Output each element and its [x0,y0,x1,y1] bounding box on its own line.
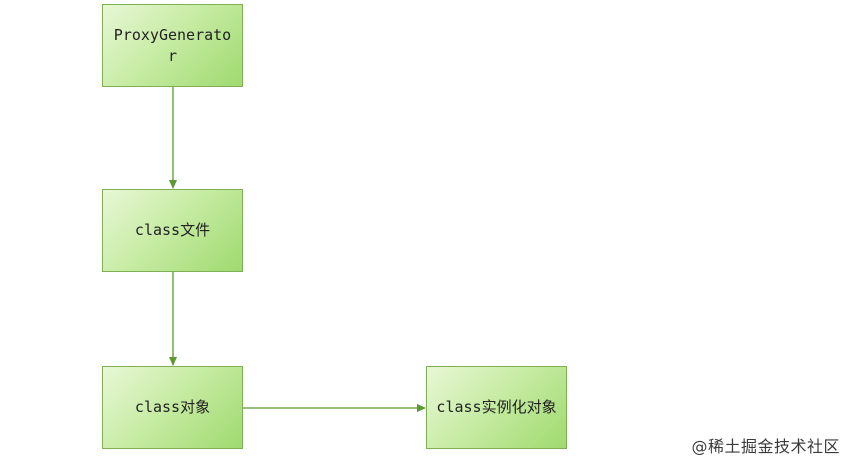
node-class-instance-label: class实例化对象 [436,398,557,416]
node-class-file-label: class文件 [134,221,211,239]
node-class-file: class文件 [102,189,243,272]
node-class-instance: class实例化对象 [426,366,567,449]
node-class-object-label: class对象 [134,398,211,416]
node-class-object: class对象 [102,366,243,449]
watermark: @稀土掘金技术社区 [691,437,840,456]
node-proxy-generator-label: ProxyGenerator [113,25,232,65]
node-proxy-generator: ProxyGenerator [102,4,243,87]
